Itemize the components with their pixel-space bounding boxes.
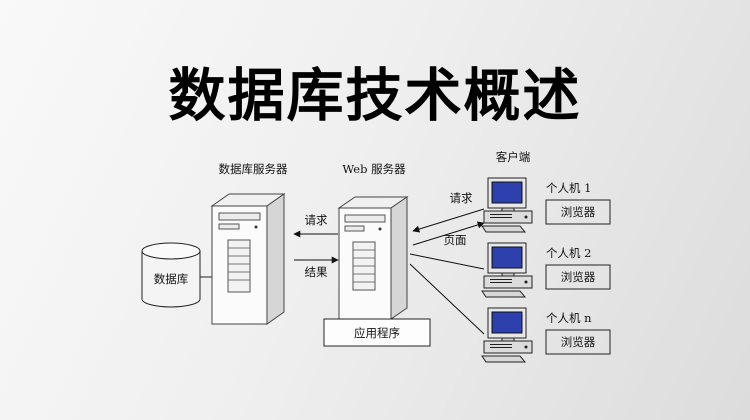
- db-server-tower: 数据库服务器: [210, 162, 288, 325]
- browser-box-n: [545, 329, 611, 355]
- pc2-label: 个人机 2: [546, 246, 591, 260]
- client-pc-n: 个人机 n 浏览器: [481, 307, 611, 363]
- page-title: 数据库技术概述: [168, 64, 582, 128]
- connection-line-pc2: [409, 253, 485, 270]
- browser-box-1: [545, 199, 611, 225]
- web-server-label: Web 服务器: [342, 162, 406, 176]
- client-group-label: 客户端: [496, 150, 531, 164]
- server-request-arrow: 请求: [293, 213, 338, 238]
- pcn-label: 个人机 n: [546, 311, 592, 325]
- client-request-arrow: 请求: [412, 191, 485, 233]
- browser1-label: 浏览器: [561, 205, 596, 219]
- pc-icon-n: [481, 307, 533, 363]
- web-server-tower: Web 服务器: [337, 162, 409, 320]
- browser3-label: 浏览器: [561, 335, 596, 349]
- pc-icon-1: [481, 177, 533, 233]
- server-result-arrow: 结果: [294, 256, 339, 279]
- db-server-label: 数据库服务器: [219, 162, 288, 176]
- pc1-label: 个人机 1: [546, 181, 591, 195]
- browser-box-2: [545, 264, 611, 290]
- connection-line-pcn: [409, 263, 485, 335]
- page-arrow-label: 页面: [444, 233, 467, 247]
- server-request-label: 请求: [305, 213, 328, 227]
- browser2-label: 浏览器: [561, 270, 596, 284]
- app-box-label: 应用程序: [354, 326, 400, 340]
- database-cylinder: 数据库: [141, 242, 212, 308]
- client-pc-2: 个人机 2 浏览器: [481, 242, 611, 298]
- pc-icon-2: [481, 242, 533, 298]
- page-arrow: 页面: [412, 221, 485, 247]
- client-pc-1: 个人机 1 浏览器: [481, 177, 611, 233]
- server-result-label: 结果: [305, 265, 328, 279]
- app-box: 应用程序: [323, 318, 431, 347]
- client-request-label: 请求: [450, 191, 473, 205]
- database-label: 数据库: [154, 272, 189, 286]
